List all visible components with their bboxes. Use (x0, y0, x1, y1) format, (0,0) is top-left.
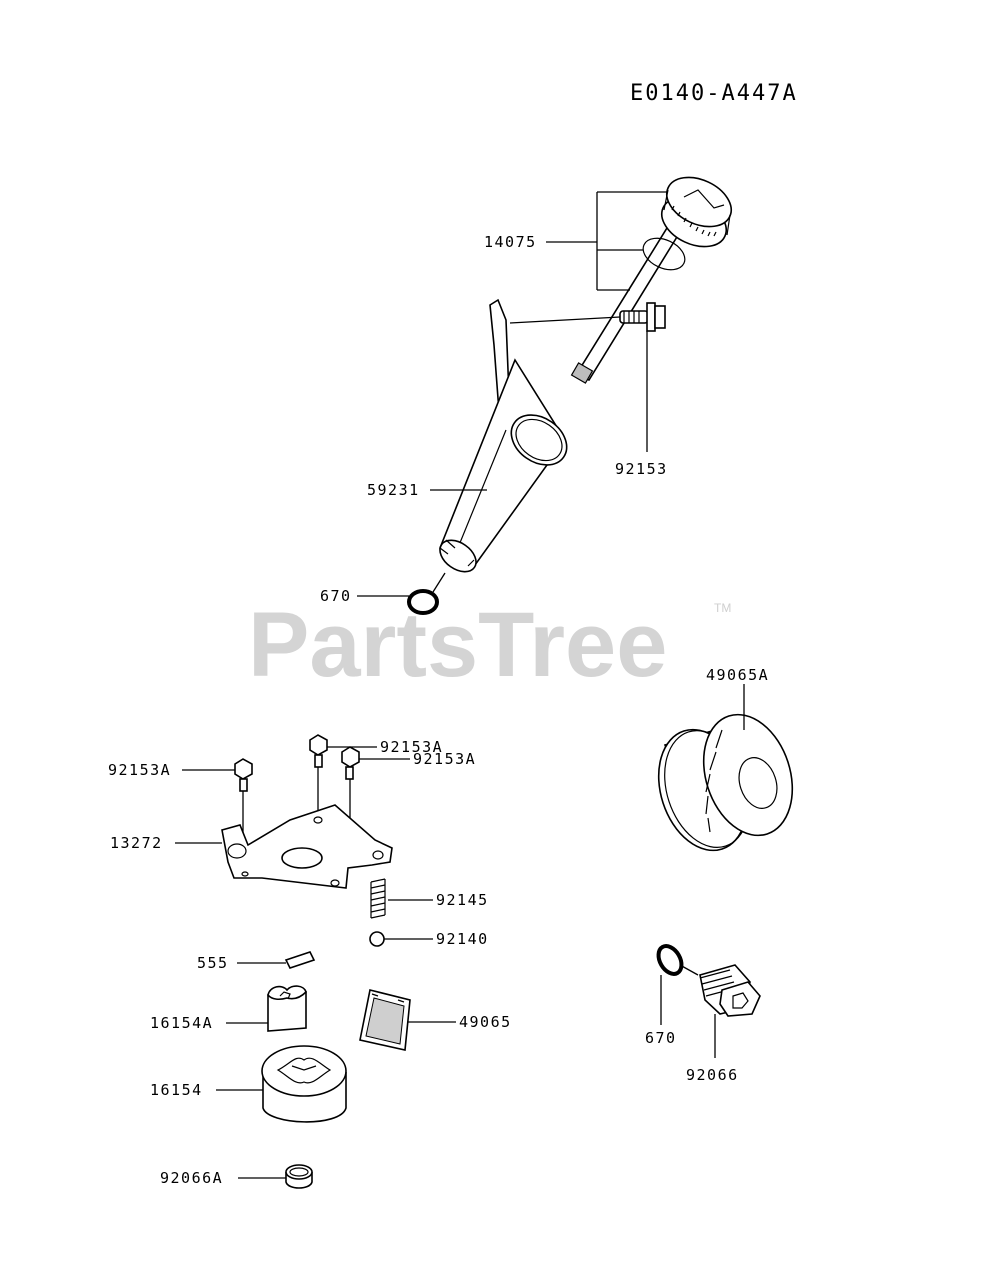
label-16154[interactable]: 16154 (150, 1081, 203, 1099)
bushing-92066A-part[interactable] (285, 1164, 313, 1189)
label-59231[interactable]: 59231 (367, 481, 420, 499)
watermark-text: PartsTree (248, 594, 667, 696)
o-ring-670-right[interactable] (654, 942, 686, 978)
label-92066[interactable]: 92066 (686, 1066, 739, 1084)
label-49065[interactable]: 49065 (459, 1013, 512, 1031)
label-92145[interactable]: 92145 (436, 891, 489, 909)
label-92140[interactable]: 92140 (436, 930, 489, 948)
pin-555-part[interactable] (284, 951, 316, 969)
label-555[interactable]: 555 (197, 954, 229, 972)
outer-rotor-16154-part[interactable] (261, 1045, 347, 1123)
watermark-trademark: TM (714, 601, 731, 615)
spring-92145-part[interactable] (370, 878, 386, 919)
plate-13272-part[interactable] (221, 804, 393, 889)
o-ring-670-top[interactable] (407, 589, 439, 615)
bolt-92153A-part-1[interactable] (309, 734, 328, 768)
filler-tube-part[interactable] (434, 298, 576, 578)
o-ring-axis-line (432, 572, 446, 593)
dipstick-part[interactable] (570, 168, 740, 384)
leader-14075 (546, 191, 668, 291)
label-49065A[interactable]: 49065A (706, 666, 769, 684)
label-92153[interactable]: 92153 (615, 460, 668, 478)
bolt-92153-part[interactable] (619, 302, 666, 332)
o-ring-right-axis (679, 964, 699, 976)
label-92066A[interactable]: 92066A (160, 1169, 223, 1187)
inner-rotor-16154A-part[interactable] (267, 985, 307, 1032)
label-13272[interactable]: 13272 (110, 834, 163, 852)
diagram-code: E0140-A447A (630, 81, 798, 106)
label-92153A-2[interactable]: 92153A (108, 761, 171, 779)
oil-filter-part[interactable] (644, 703, 807, 862)
label-16154A[interactable]: 16154A (150, 1014, 213, 1032)
label-14075[interactable]: 14075 (484, 233, 537, 251)
screen-49065-part[interactable] (359, 989, 411, 1051)
label-670-right[interactable]: 670 (645, 1029, 677, 1047)
label-92153A-1[interactable]: 92153A (380, 738, 443, 756)
bolt-92153A-part-2[interactable] (234, 758, 253, 792)
label-670-top[interactable]: 670 (320, 587, 352, 605)
bolt-92153A-part-3[interactable] (341, 746, 360, 780)
drain-plug-92066-part[interactable] (699, 964, 761, 1017)
ball-92140-part[interactable] (369, 931, 385, 947)
bolt-axis-line (509, 316, 621, 324)
label-92153A-3[interactable]: 92153A (413, 750, 476, 768)
